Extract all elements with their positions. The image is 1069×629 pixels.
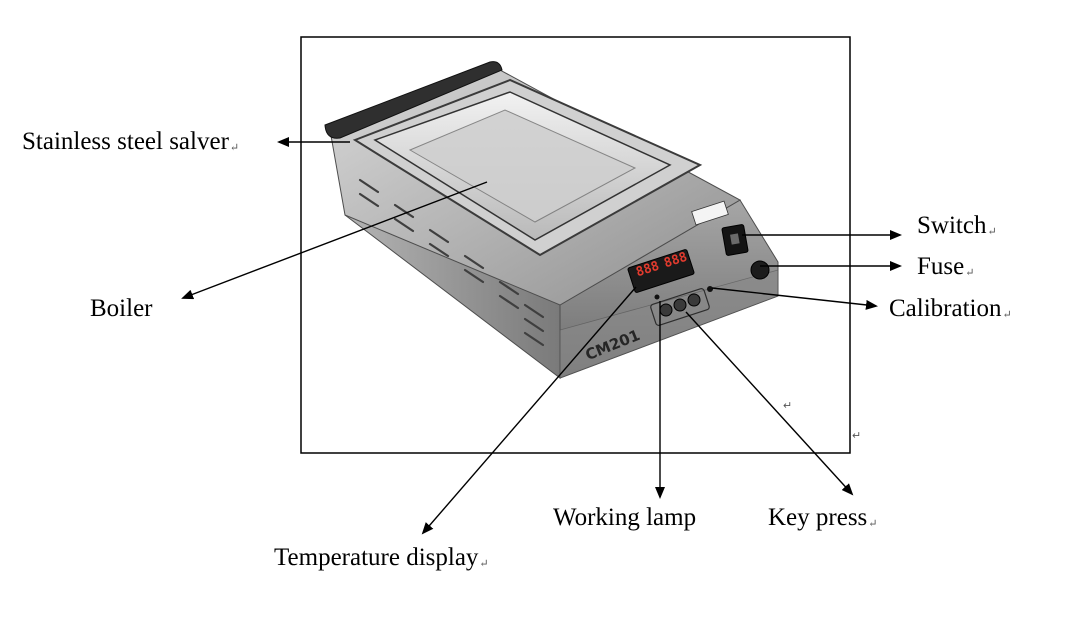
vent-slots — [358, 178, 545, 347]
salver-handle — [324, 61, 503, 139]
arrow-temperature-display — [421, 286, 637, 535]
fuse-holder — [750, 260, 770, 280]
arrow-calibration — [711, 287, 878, 310]
label-calibration-text: Calibration — [889, 295, 1002, 322]
paragraph-mark: ↵ — [852, 430, 862, 442]
label-fuse-text: Fuse — [917, 253, 965, 280]
label-temperature-display: Temperature display↵ — [274, 545, 489, 570]
paragraph-mark: ↵ — [783, 400, 793, 412]
device-front-bevel — [559, 269, 779, 379]
boiler-pot-inner — [408, 109, 637, 223]
button-strip — [650, 288, 710, 326]
label-salver-text: Stainless steel salver — [22, 128, 229, 155]
label-switch: Switch↵ — [917, 213, 997, 238]
label-temperature-display-text: Temperature display — [274, 544, 479, 571]
label-boiler-text: Boiler — [90, 295, 153, 322]
display-window — [627, 249, 695, 293]
arrow-boiler — [181, 181, 488, 300]
label-calibration: Calibration↵ — [889, 296, 1012, 321]
paragraph-mark: ↵ — [868, 518, 878, 530]
paragraph-mark: ↵ — [479, 558, 489, 570]
label-working-lamp-text: Working lamp — [553, 504, 697, 531]
paragraph-mark: ↵ — [229, 142, 240, 154]
label-switch-text: Switch — [917, 212, 987, 239]
label-fuse: Fuse↵ — [917, 254, 974, 279]
arrow-key-press — [685, 311, 854, 496]
label-key-press: Key press↵ — [768, 505, 878, 530]
paragraph-mark: ↵ — [965, 267, 975, 279]
key-press-buttons — [659, 293, 701, 317]
calibration-screw — [707, 286, 713, 292]
photo-frame — [300, 36, 851, 454]
power-switch-rocker — [730, 233, 740, 245]
paragraph-mark: ↵ — [987, 226, 997, 238]
label-salver: Stainless steel salver↵ — [22, 129, 239, 154]
leader-lines — [181, 137, 902, 535]
working-lamp-led — [654, 294, 660, 300]
warning-sticker — [691, 200, 729, 226]
label-boiler: Boiler — [90, 296, 153, 321]
paragraph-mark: ↵ — [1002, 309, 1012, 321]
label-working-lamp: Working lamp — [553, 505, 696, 530]
label-key-press-text: Key press — [768, 504, 868, 531]
